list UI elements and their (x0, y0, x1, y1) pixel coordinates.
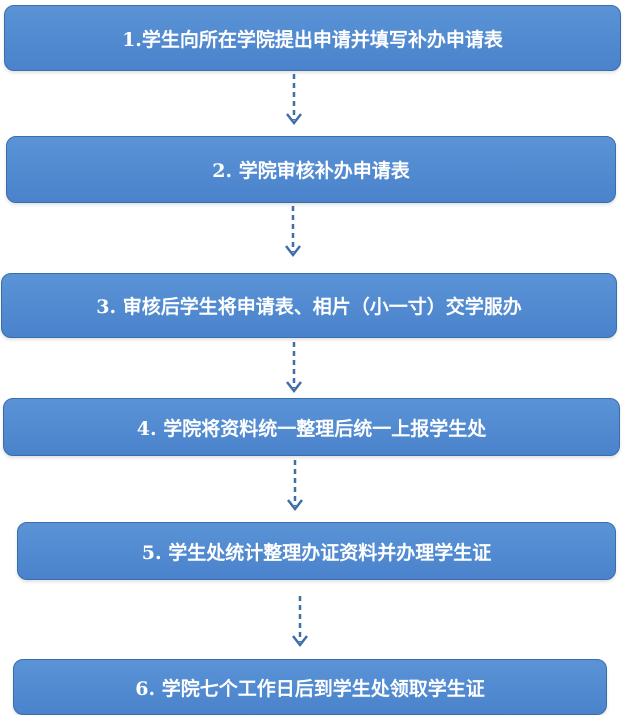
step-5-label: 5. 学生处统计整理办证资料并办理学生证 (141, 541, 492, 564)
step-2-box: 2. 学院审核补办申请表 (6, 136, 616, 203)
step-2-label: 2. 学院审核补办申请表 (212, 160, 410, 182)
arrow-down-icon (283, 204, 303, 264)
step-4-label: 4. 学院将资料统一整理后统一上报学生处 (136, 417, 487, 440)
step-1-box: 1.学生向所在学院提出申请并填写补办申请表 (4, 5, 621, 71)
step-1-label: 1.学生向所在学院提出申请并填写补办申请表 (122, 28, 503, 51)
step-6-box: 6. 学院七个工作日后到学生处领取学生证 (13, 659, 607, 715)
arrow-down-icon (284, 72, 304, 132)
step-5-box: 5. 学生处统计整理办证资料并办理学生证 (17, 522, 616, 580)
arrow-down-icon (285, 458, 305, 518)
step-4-box: 4. 学院将资料统一整理后统一上报学生处 (3, 398, 620, 456)
step-3-box: 3. 审核后学生将申请表、相片（小一寸）交学服办 (1, 273, 617, 338)
step-6-label: 6. 学院七个工作日后到学生处领取学生证 (135, 677, 485, 700)
arrow-down-icon (290, 594, 310, 654)
arrow-down-icon (284, 340, 304, 400)
step-3-label: 3. 审核后学生将申请表、相片（小一寸）交学服办 (96, 296, 522, 318)
